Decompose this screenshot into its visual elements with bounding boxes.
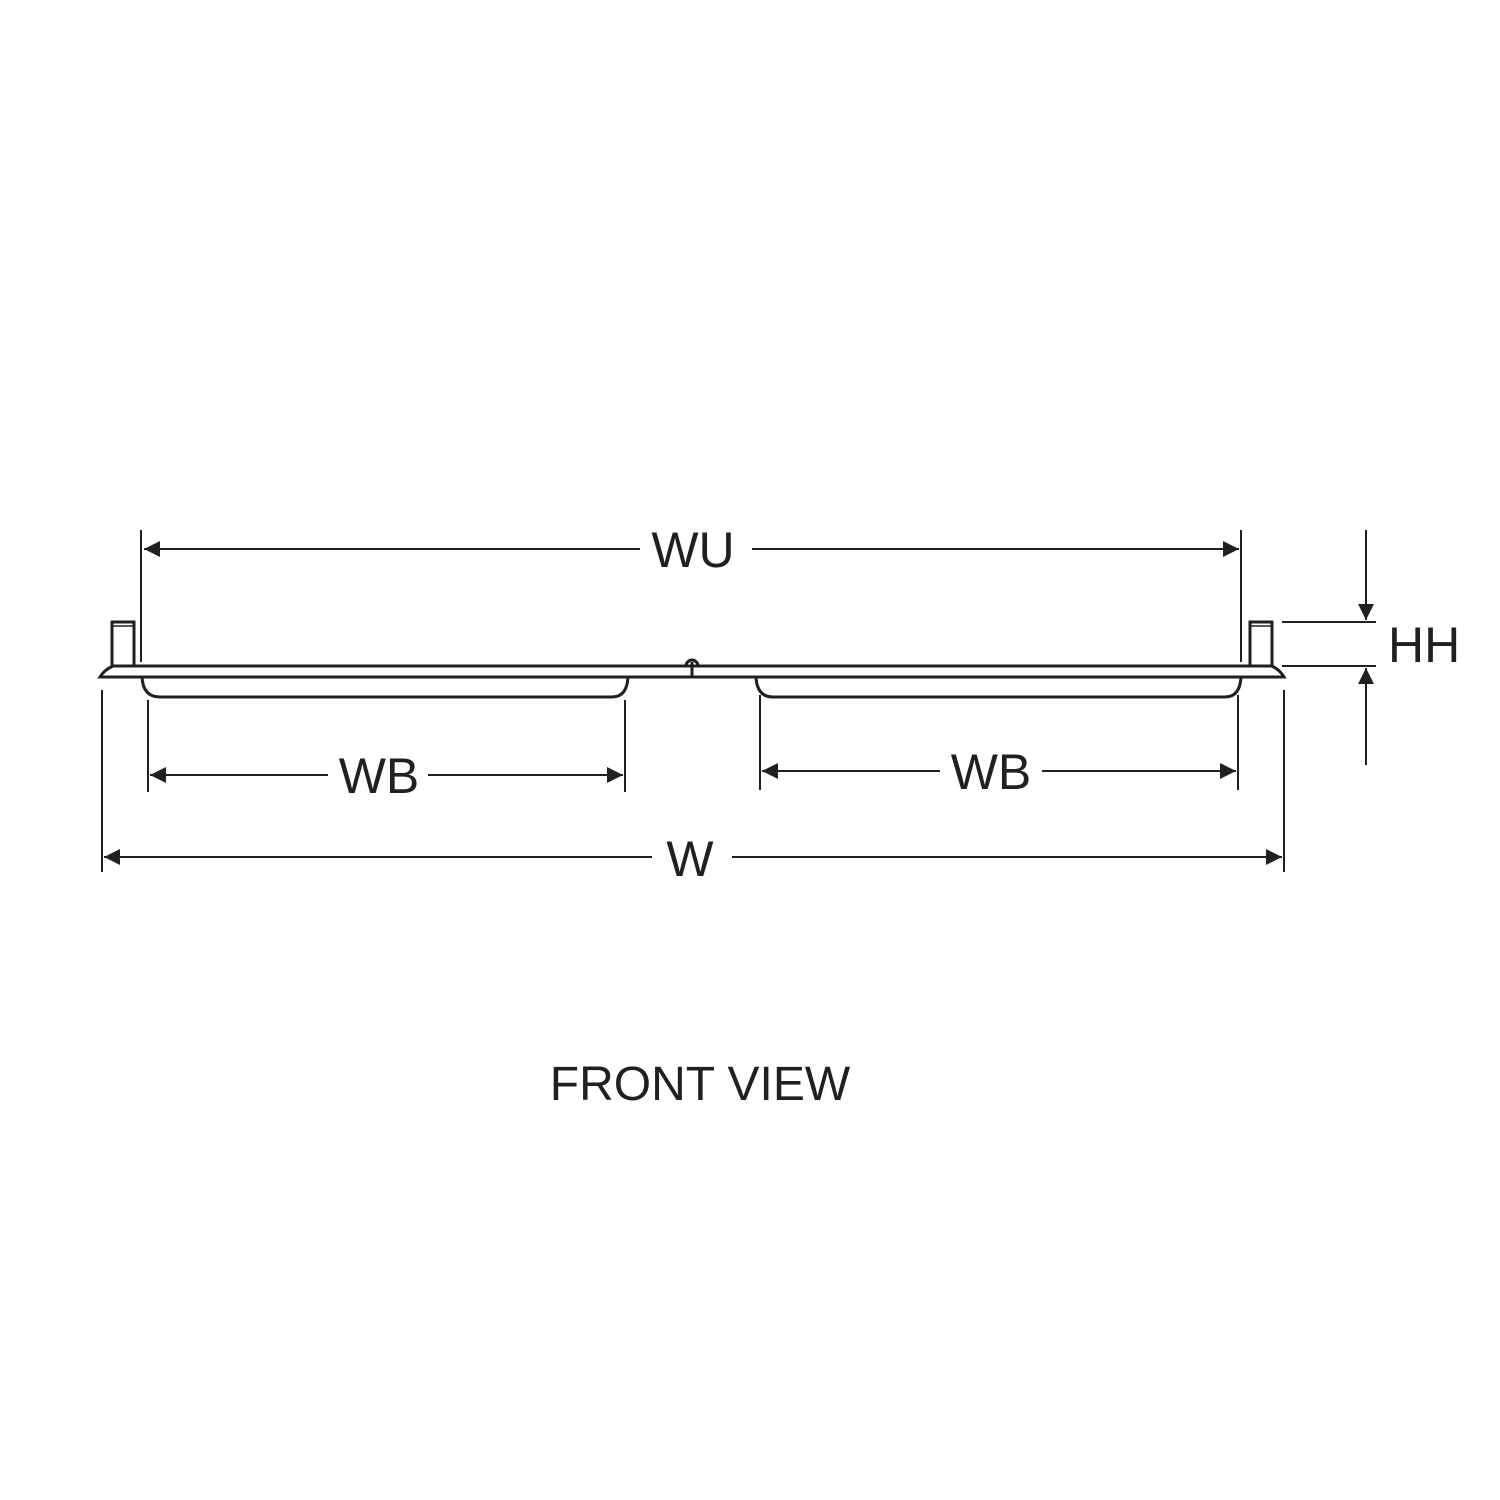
basin-right [754, 676, 1243, 699]
basin-left [140, 676, 630, 699]
post-right [1248, 620, 1274, 668]
center-hinge-icon [684, 658, 700, 677]
dimension-label-wu: WU [651, 522, 734, 578]
extension-lines [101, 530, 1376, 872]
view-caption: FRONT VIEW [550, 1058, 851, 1111]
dimension-label-wb-right: WB [951, 744, 1032, 800]
grille-body [97, 620, 1287, 699]
dimension-label-hh: HH [1388, 617, 1460, 673]
post-left [110, 620, 136, 668]
dimension-label-w: W [666, 831, 714, 887]
dimension-label-wb-left: WB [339, 748, 420, 804]
